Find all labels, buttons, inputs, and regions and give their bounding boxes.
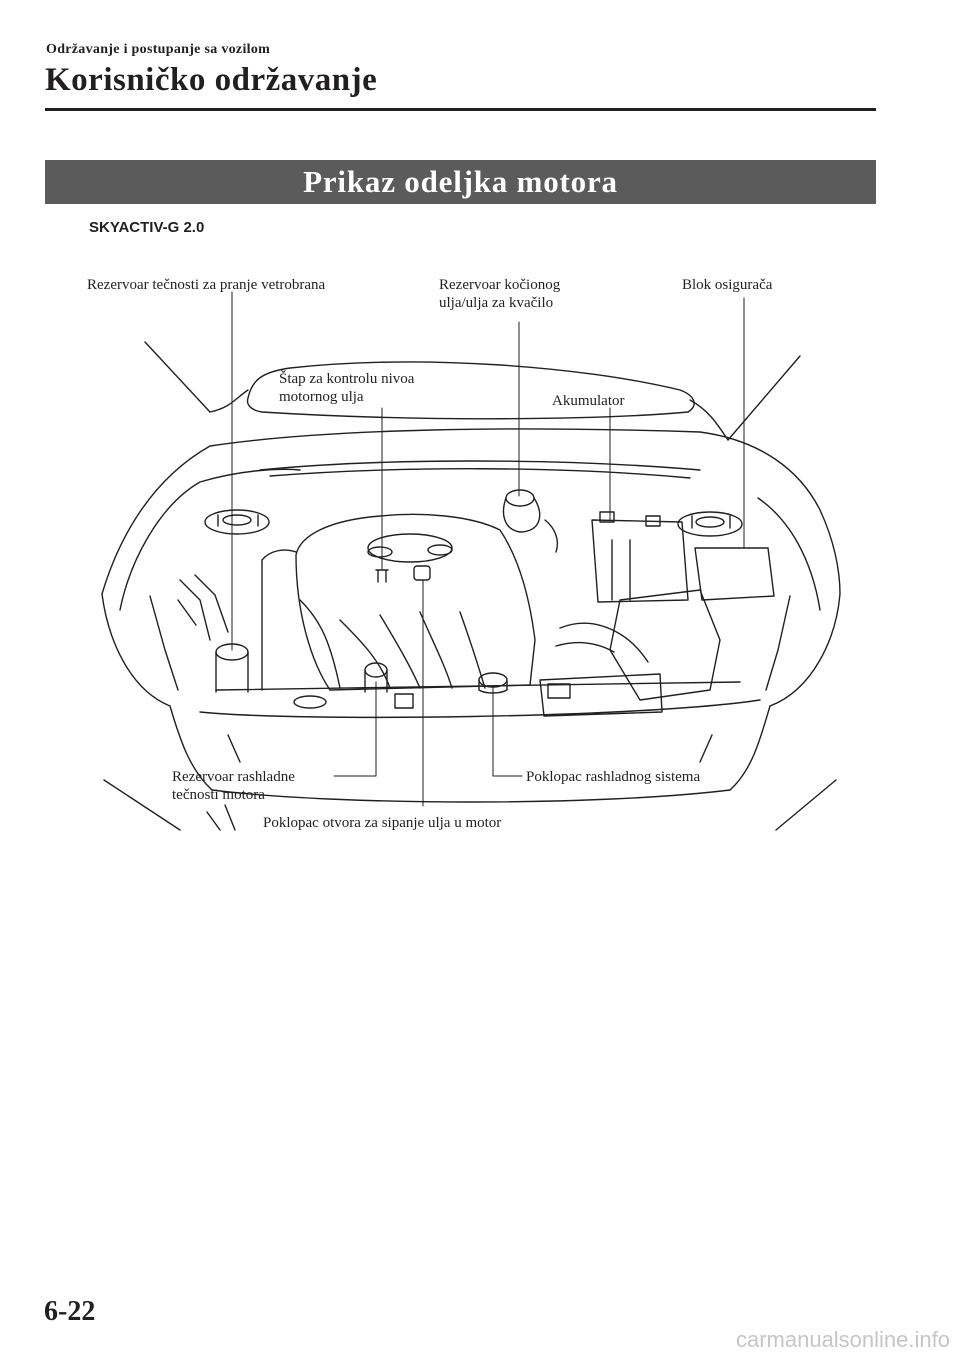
oil-filler-cap-shape: [413, 565, 431, 581]
watermark: carmanualsonline.info: [735, 1327, 950, 1352]
callout-brake-reservoir: Rezervoar kočionog ulja/ulja za kvačilo: [439, 277, 561, 311]
callout-coolant-reservoir: Rezervoar rashladne tečnosti motora: [172, 769, 295, 803]
engine-compartment-diagram: [101, 291, 841, 831]
washer-reservoir-shape: [177, 574, 249, 693]
hood-outline: [144, 341, 801, 441]
chapter-title: Korisničko održavanje: [45, 62, 378, 98]
air-intake: [539, 589, 721, 717]
breadcrumb: Održavanje i postupanje sa vozilom: [46, 42, 271, 57]
callout-battery: Akumulator: [552, 393, 625, 409]
callout-fuse-block: Blok osigurača: [682, 277, 773, 293]
section-banner: Prikaz odeljka motora: [45, 160, 876, 204]
fuse-block-shape: [694, 547, 775, 601]
dipstick-handle: [375, 569, 389, 583]
body-outline: [101, 428, 841, 803]
cross-member: [199, 681, 761, 719]
leader-lines: [231, 291, 745, 807]
brake-reservoir-shape: [502, 489, 559, 553]
title-rule: [45, 108, 876, 111]
callout-dipstick: Štap za kontrolu nivoa motornog ulja: [279, 371, 415, 405]
engine-cover: [261, 513, 536, 691]
callout-washer-reservoir: Rezervoar tečnosti za pranje vetrobrana: [87, 277, 326, 293]
callout-oil-filler-cap: Poklopac otvora za sipanje ulja u motor: [263, 815, 502, 831]
page-number: 6-22: [44, 1296, 96, 1327]
bumper-lines: [103, 734, 837, 831]
callout-radiator-cap: Poklopac rashladnog sistema: [526, 769, 701, 785]
battery-shape: [591, 511, 689, 603]
strut-tower-right: [677, 511, 743, 537]
strut-tower-left: [204, 509, 270, 535]
engine-label: SKYACTIV-G 2.0: [89, 219, 205, 236]
